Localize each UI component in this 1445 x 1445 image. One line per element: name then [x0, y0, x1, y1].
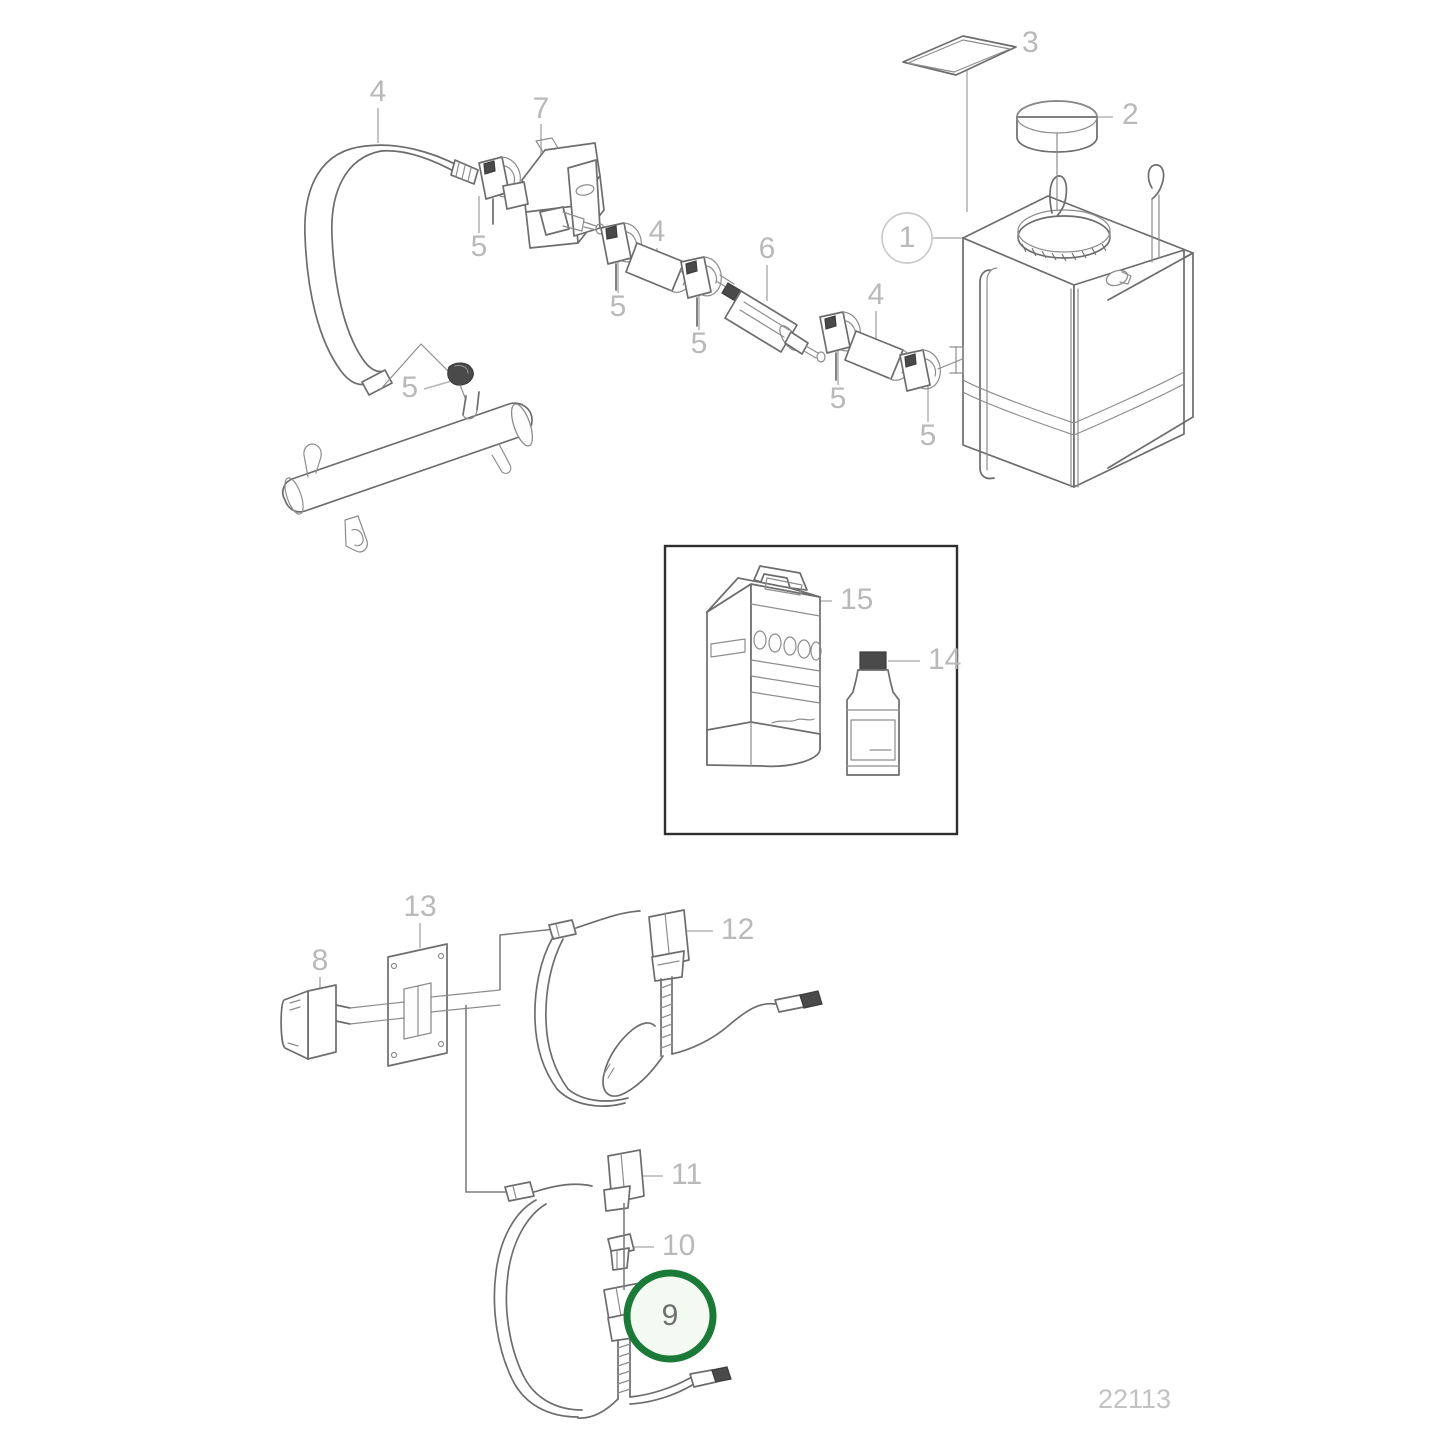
hose-tail-lower	[379, 343, 456, 391]
callout-label-11: 11	[671, 1158, 702, 1191]
callout-label-5b: 5	[610, 290, 627, 323]
callout-label-13: 13	[403, 890, 436, 923]
hose-clamp-e	[899, 349, 973, 392]
callout-9-highlight[interactable]: 9	[623, 1269, 717, 1363]
callout-label-7: 7	[533, 92, 550, 125]
callout-label-4a: 4	[370, 75, 387, 108]
callout-label-15: 15	[840, 583, 873, 616]
filler-cap	[1016, 100, 1098, 211]
callout-label-4c: 4	[868, 278, 885, 311]
callout-label-5c: 5	[691, 327, 708, 360]
callout-label-14: 14	[928, 643, 961, 676]
reservoir-tank	[949, 164, 1194, 488]
decal-plate	[902, 35, 1017, 76]
hose-upper-left	[304, 144, 479, 396]
pump-valve-unit	[502, 137, 605, 249]
cable-harness-upper	[499, 909, 823, 1107]
callout-label-6: 6	[759, 232, 776, 265]
hose-clamp-c	[680, 256, 722, 327]
callout-label-9: 9	[662, 1299, 679, 1332]
callout-label-5a: 5	[471, 230, 488, 263]
coolant-pipe	[282, 391, 534, 553]
callout-label-12: 12	[721, 913, 754, 946]
callout-label-4b: 4	[649, 215, 666, 248]
coolant-bottle	[846, 651, 900, 776]
switch-part	[280, 984, 351, 1060]
mounting-panel	[349, 943, 501, 1067]
callout-label-2: 2	[1122, 98, 1139, 131]
callout-label-10: 10	[662, 1229, 695, 1262]
callout-label-5d: 5	[830, 382, 847, 415]
hose-clamp-pipe	[447, 362, 474, 401]
non-return-valve	[715, 274, 826, 363]
callout-label-3: 3	[1022, 26, 1039, 59]
callout-label-5e: 5	[920, 419, 937, 452]
diagram-id-label: 22113	[1098, 1384, 1171, 1414]
fluids-inset	[663, 544, 959, 836]
callout-label-8: 8	[312, 944, 329, 977]
coolant-canister	[706, 565, 822, 768]
callout-label-5f: 5	[401, 371, 418, 404]
callout-1[interactable]: 1	[881, 212, 933, 264]
callout-label-1: 1	[899, 221, 916, 254]
